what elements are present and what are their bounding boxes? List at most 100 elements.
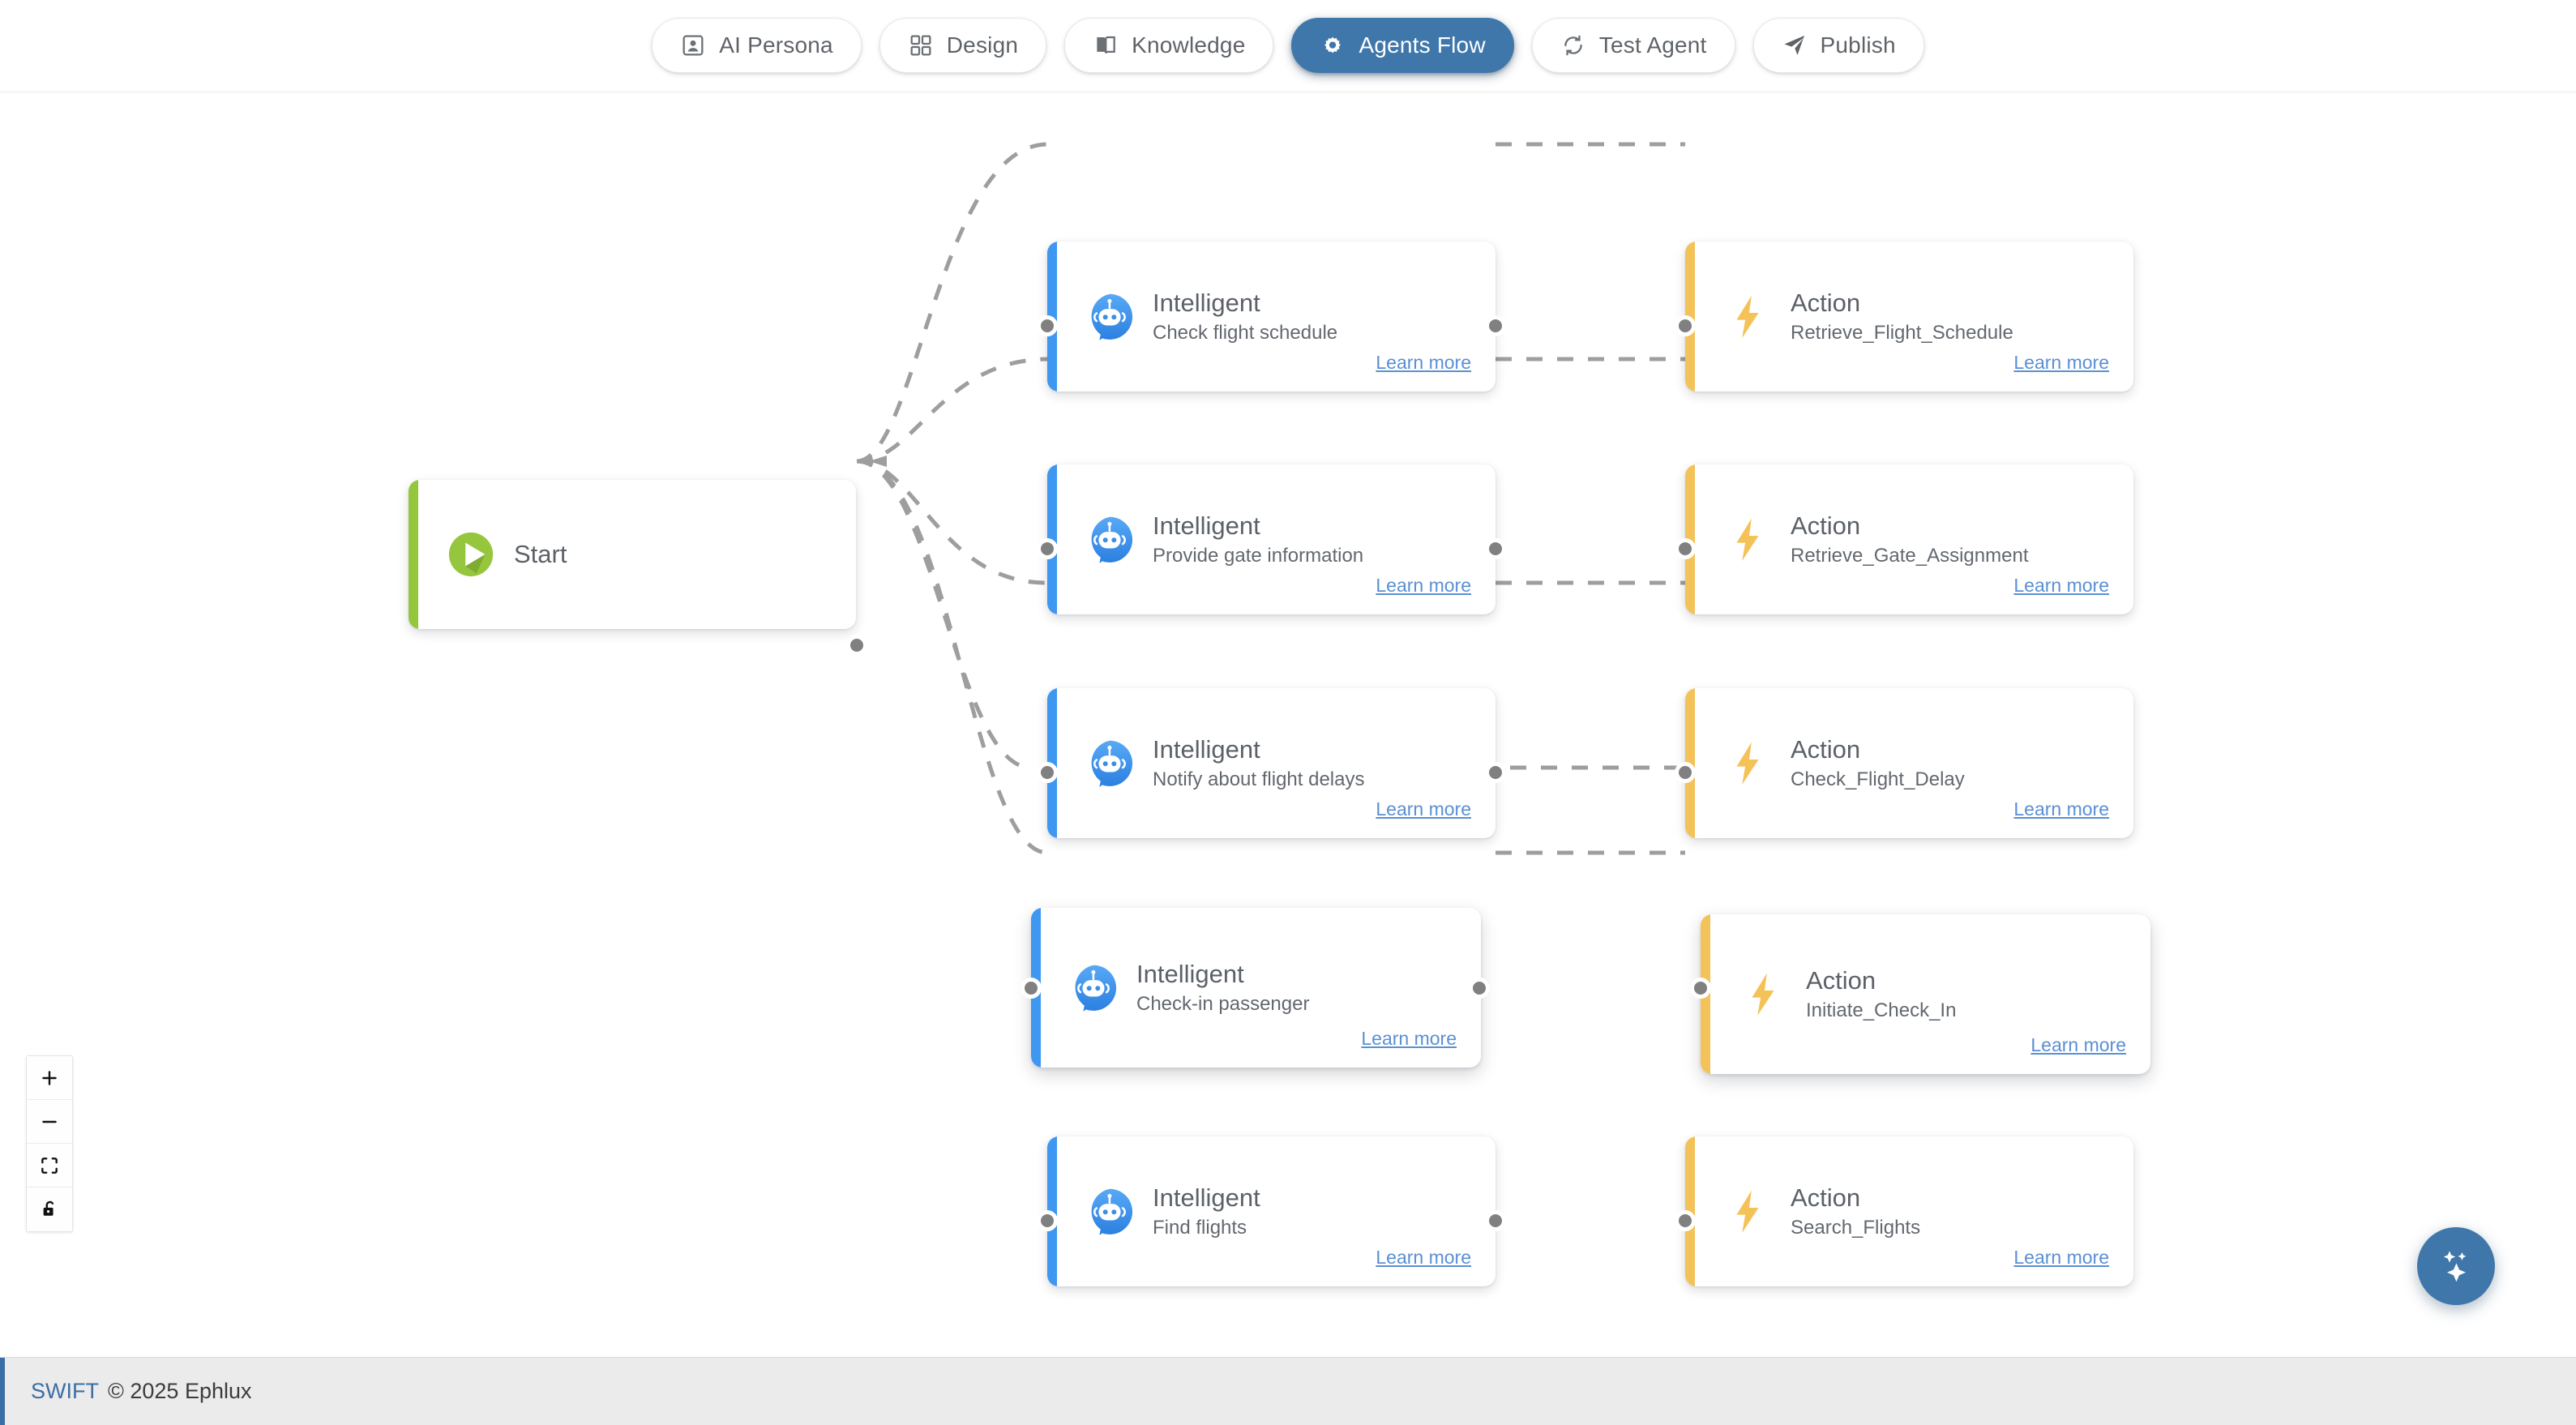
nav-button-label: Test Agent (1598, 32, 1707, 58)
learn-more-link[interactable]: Learn more (1376, 1247, 1471, 1268)
handle-action-4-input[interactable] (1690, 978, 1711, 999)
plus-icon (39, 1068, 60, 1089)
robot-icon (1085, 515, 1135, 565)
node-agent-2[interactable]: Intelligent Provide gate information Lea… (1047, 464, 1496, 614)
learn-more-link[interactable]: Learn more (2013, 798, 2109, 819)
node-title: Action (1791, 511, 1861, 540)
lightning-bolt-icon (1722, 292, 1773, 342)
nav-button-design[interactable]: Design (879, 18, 1047, 73)
node-agent-4[interactable]: Intelligent Check-in passenger Learn mor… (1031, 908, 1481, 1068)
handle-agent-1-output[interactable] (1485, 315, 1506, 336)
grid-squares-icon (908, 32, 934, 58)
node-action-3[interactable]: Action Check_Flight_Delay Learn more (1685, 688, 2133, 838)
handle-agent-3-output[interactable] (1485, 762, 1506, 783)
node-subtitle: Provide gate information (1153, 544, 1364, 567)
handle-agent-4-output[interactable] (1469, 978, 1490, 999)
nav-button-test-agent[interactable]: Test Agent (1531, 18, 1735, 73)
robot-icon (1068, 963, 1119, 1013)
handle-agent-5-output[interactable] (1485, 1210, 1506, 1231)
play-circle-icon (446, 529, 496, 580)
node-title: Intelligent (1153, 734, 1260, 764)
node-title: Intelligent (1136, 959, 1244, 988)
robot-icon (1085, 292, 1135, 342)
node-title: Action (1791, 1183, 1861, 1212)
robot-icon (1085, 738, 1135, 789)
sparkles-icon (2435, 1245, 2477, 1287)
top-toolbar: AI Persona Design Knowledge (0, 0, 2576, 91)
node-subtitle: Find flights (1153, 1216, 1247, 1239)
lock-button[interactable] (27, 1188, 72, 1231)
node-action-5[interactable]: Action Search_Flights Learn more (1685, 1136, 2133, 1286)
node-agent-1[interactable]: Intelligent Check flight schedule Learn … (1047, 242, 1496, 392)
handle-agent-4-input[interactable] (1021, 978, 1042, 999)
node-subtitle: Search_Flights (1791, 1216, 1921, 1239)
fit-view-button[interactable] (27, 1144, 72, 1188)
handle-start-output[interactable] (846, 635, 867, 656)
footer-copyright: © 2025 Ephlux (107, 1379, 252, 1403)
footer-brand: SWIFT (31, 1379, 99, 1403)
footer-accent-bar (0, 1358, 5, 1425)
node-subtitle: Initiate_Check_In (1806, 999, 1957, 1021)
node-title: Intelligent (1153, 288, 1260, 317)
toolbar-divider (0, 89, 2576, 95)
learn-more-link[interactable]: Learn more (1376, 352, 1471, 373)
learn-more-link[interactable]: Learn more (1376, 798, 1471, 819)
lightning-bolt-icon (1722, 1187, 1773, 1237)
send-icon (1782, 32, 1808, 58)
node-title: Intelligent (1153, 1183, 1260, 1212)
node-action-2[interactable]: Action Retrieve_Gate_Assignment Learn mo… (1685, 464, 2133, 614)
gear-icon (1320, 32, 1346, 58)
ai-assistant-fab[interactable] (2417, 1227, 2495, 1305)
nav-button-publish[interactable]: Publish (1752, 18, 1924, 73)
robot-icon (1085, 1187, 1135, 1237)
node-subtitle: Notify about flight delays (1153, 768, 1365, 790)
handle-agent-2-input[interactable] (1037, 538, 1058, 559)
refresh-icon (1560, 32, 1586, 58)
nav-button-knowledge[interactable]: Knowledge (1064, 18, 1274, 73)
learn-more-link[interactable]: Learn more (2013, 575, 2109, 596)
handle-action-5-input[interactable] (1675, 1210, 1696, 1231)
learn-more-link[interactable]: Learn more (1361, 1028, 1457, 1049)
edge-arrow (869, 456, 887, 467)
lightning-bolt-icon (1738, 969, 1788, 1020)
edge-layer (856, 142, 1701, 855)
nav-button-label: Publish (1820, 32, 1896, 58)
node-title: Action (1791, 734, 1861, 764)
handle-agent-2-output[interactable] (1485, 538, 1506, 559)
node-agent-3[interactable]: Intelligent Notify about flight delays L… (1047, 688, 1496, 838)
minus-icon (39, 1111, 60, 1132)
learn-more-link[interactable]: Learn more (2013, 352, 2109, 373)
learn-more-link[interactable]: Learn more (2013, 1247, 2109, 1268)
handle-action-1-input[interactable] (1675, 315, 1696, 336)
node-title: Intelligent (1153, 511, 1260, 540)
node-subtitle: Check flight schedule (1153, 321, 1338, 344)
nav-button-ai-persona[interactable]: AI Persona (652, 18, 862, 73)
footer: SWIFT © 2025 Ephlux (0, 1357, 2576, 1425)
start-node-label: Start (514, 540, 567, 568)
flow-canvas[interactable]: Start (0, 91, 2576, 1357)
node-title: Action (1791, 288, 1861, 317)
node-accent-bar (409, 480, 418, 629)
zoom-out-button[interactable] (27, 1100, 72, 1144)
fit-screen-icon (39, 1155, 60, 1176)
node-start[interactable]: Start (409, 480, 856, 629)
zoom-in-button[interactable] (27, 1056, 72, 1100)
unlock-icon (39, 1199, 60, 1220)
handle-agent-1-input[interactable] (1037, 315, 1058, 336)
handle-action-3-input[interactable] (1675, 762, 1696, 783)
handle-agent-3-input[interactable] (1037, 762, 1058, 783)
node-subtitle: Check-in passenger (1136, 992, 1310, 1015)
node-title: Action (1806, 965, 1876, 995)
node-agent-5[interactable]: Intelligent Find flights Learn more (1047, 1136, 1496, 1286)
handle-agent-5-input[interactable] (1037, 1210, 1058, 1231)
nav-button-label: AI Persona (719, 32, 833, 58)
nav-button-agents-flow[interactable]: Agents Flow (1291, 18, 1514, 73)
learn-more-link[interactable]: Learn more (1376, 575, 1471, 596)
node-subtitle: Retrieve_Flight_Schedule (1791, 321, 2013, 344)
nav-button-label: Design (946, 32, 1019, 58)
node-subtitle: Retrieve_Gate_Assignment (1791, 544, 2029, 567)
learn-more-link[interactable]: Learn more (2030, 1034, 2126, 1055)
handle-action-2-input[interactable] (1675, 538, 1696, 559)
node-action-1[interactable]: Action Retrieve_Flight_Schedule Learn mo… (1685, 242, 2133, 392)
node-action-4[interactable]: Action Initiate_Check_In Learn more (1701, 914, 2150, 1074)
